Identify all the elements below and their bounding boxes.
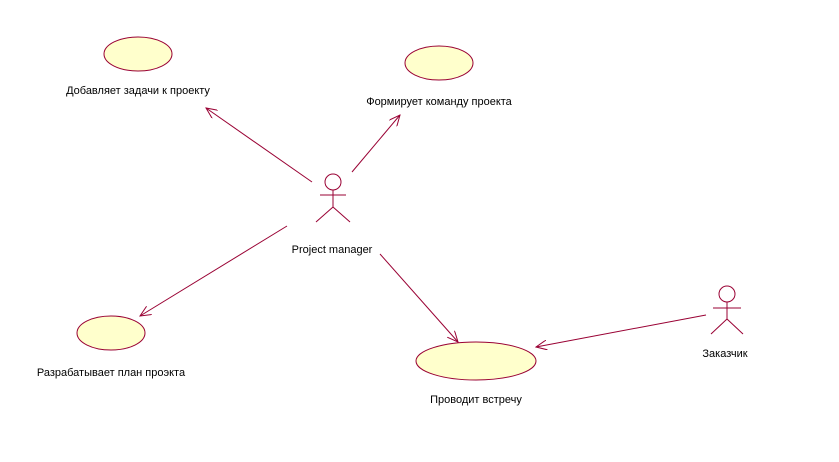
use-case-ellipse[interactable] [103,36,173,72]
association-pm-develop-plan[interactable] [140,225,288,316]
use-case-ellipse[interactable] [415,341,537,381]
actor-label: Project manager [292,244,373,256]
use-case-label: Проводит встречу [430,394,522,406]
associations [140,108,707,347]
actor-customer[interactable]: Заказчик [702,285,748,360]
association-pm-add-tasks[interactable] [206,108,313,183]
actor-label: Заказчик [702,348,747,360]
stick-figure-icon [315,173,351,223]
use-case-develop-plan[interactable]: Разрабатывает план проэкта [37,315,186,379]
association-pm-form-team[interactable] [351,115,400,173]
use-case-hold-meeting[interactable]: Проводит встречу [415,341,537,406]
association-pm-hold-meeting[interactable] [379,253,458,342]
use-case-add-tasks[interactable]: Добавляет задачи к проекту [66,36,210,97]
use-case-ellipse[interactable] [76,315,146,351]
use-case-label: Разрабатывает план проэкта [37,367,186,379]
stick-figure-icon [710,285,744,335]
use-case-label: Добавляет задачи к проекту [66,85,210,97]
use-case-ellipse[interactable] [404,45,474,81]
use-case-label: Формирует команду проекта [366,96,512,108]
association-customer-hold-meeting[interactable] [536,314,707,347]
use-case-form-team[interactable]: Формирует команду проекта [366,45,513,108]
actor-project-manager[interactable]: Project manager [292,173,373,256]
